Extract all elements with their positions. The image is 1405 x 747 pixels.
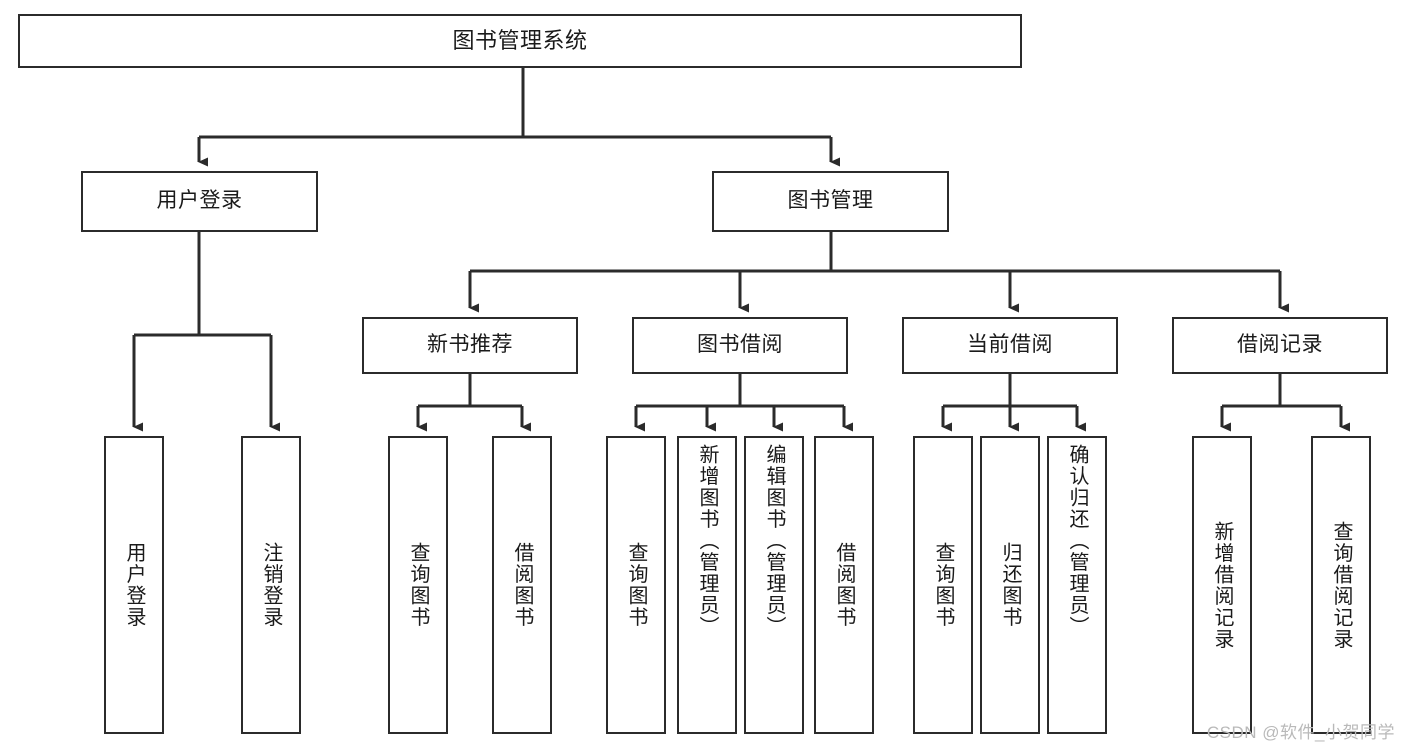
node-label: 新书推荐: [427, 333, 513, 357]
node-label: 查询图书: [625, 542, 647, 628]
node-leaf-return-books[interactable]: 归还图书: [980, 436, 1040, 734]
node-leaf-query-books-borrow[interactable]: 查询图书: [606, 436, 666, 734]
node-label: 用户登录: [123, 542, 145, 628]
node-label: 图书管理: [787, 189, 874, 213]
node-label: 注销登录: [260, 542, 282, 628]
node-leaf-logout[interactable]: 注销登录: [241, 436, 301, 734]
node-root-book-management-system[interactable]: 图书管理系统: [18, 14, 1022, 68]
node-user-login[interactable]: 用户登录: [81, 171, 318, 232]
node-leaf-query-books-recommend[interactable]: 查询图书: [388, 436, 448, 734]
node-book-borrowing[interactable]: 图书借阅: [632, 317, 848, 374]
node-label: 当前借阅: [967, 333, 1053, 357]
node-current-borrowing[interactable]: 当前借阅: [902, 317, 1118, 374]
node-leaf-borrow-books[interactable]: 借阅图书: [814, 436, 874, 734]
node-leaf-query-borrow-record[interactable]: 查询借阅记录: [1311, 436, 1371, 734]
node-label: 归还图书: [999, 542, 1021, 628]
node-leaf-user-login[interactable]: 用户登录: [104, 436, 164, 734]
watermark: CSDN @软件_小贺同学: [1206, 723, 1395, 742]
node-leaf-edit-book-admin[interactable]: 编辑图书（管理员）: [744, 436, 804, 734]
node-leaf-borrow-books-recommend[interactable]: 借阅图书: [492, 436, 552, 734]
node-label: 新增借阅记录: [1211, 520, 1233, 650]
node-label: 新增图书（管理员）: [696, 444, 718, 638]
node-label: 查询图书: [407, 542, 429, 628]
node-label: 编辑图书（管理员）: [763, 444, 785, 638]
node-new-book-recommendation[interactable]: 新书推荐: [362, 317, 578, 374]
node-book-management[interactable]: 图书管理: [712, 171, 949, 232]
node-label: 图书管理系统: [452, 28, 588, 54]
node-label: 借阅图书: [833, 542, 855, 628]
node-label: 图书借阅: [697, 333, 783, 357]
node-leaf-add-book-admin[interactable]: 新增图书（管理员）: [677, 436, 737, 734]
node-label: 借阅记录: [1237, 333, 1323, 357]
node-leaf-add-borrow-record[interactable]: 新增借阅记录: [1192, 436, 1252, 734]
node-leaf-query-books-current[interactable]: 查询图书: [913, 436, 973, 734]
node-borrowing-records[interactable]: 借阅记录: [1172, 317, 1388, 374]
node-label: 查询借阅记录: [1330, 520, 1352, 650]
node-label: 查询图书: [932, 542, 954, 628]
node-label: 确认归还（管理员）: [1066, 444, 1088, 638]
node-leaf-confirm-return-admin[interactable]: 确认归还（管理员）: [1047, 436, 1107, 734]
node-label: 借阅图书: [511, 542, 533, 628]
node-label: 用户登录: [156, 189, 243, 213]
